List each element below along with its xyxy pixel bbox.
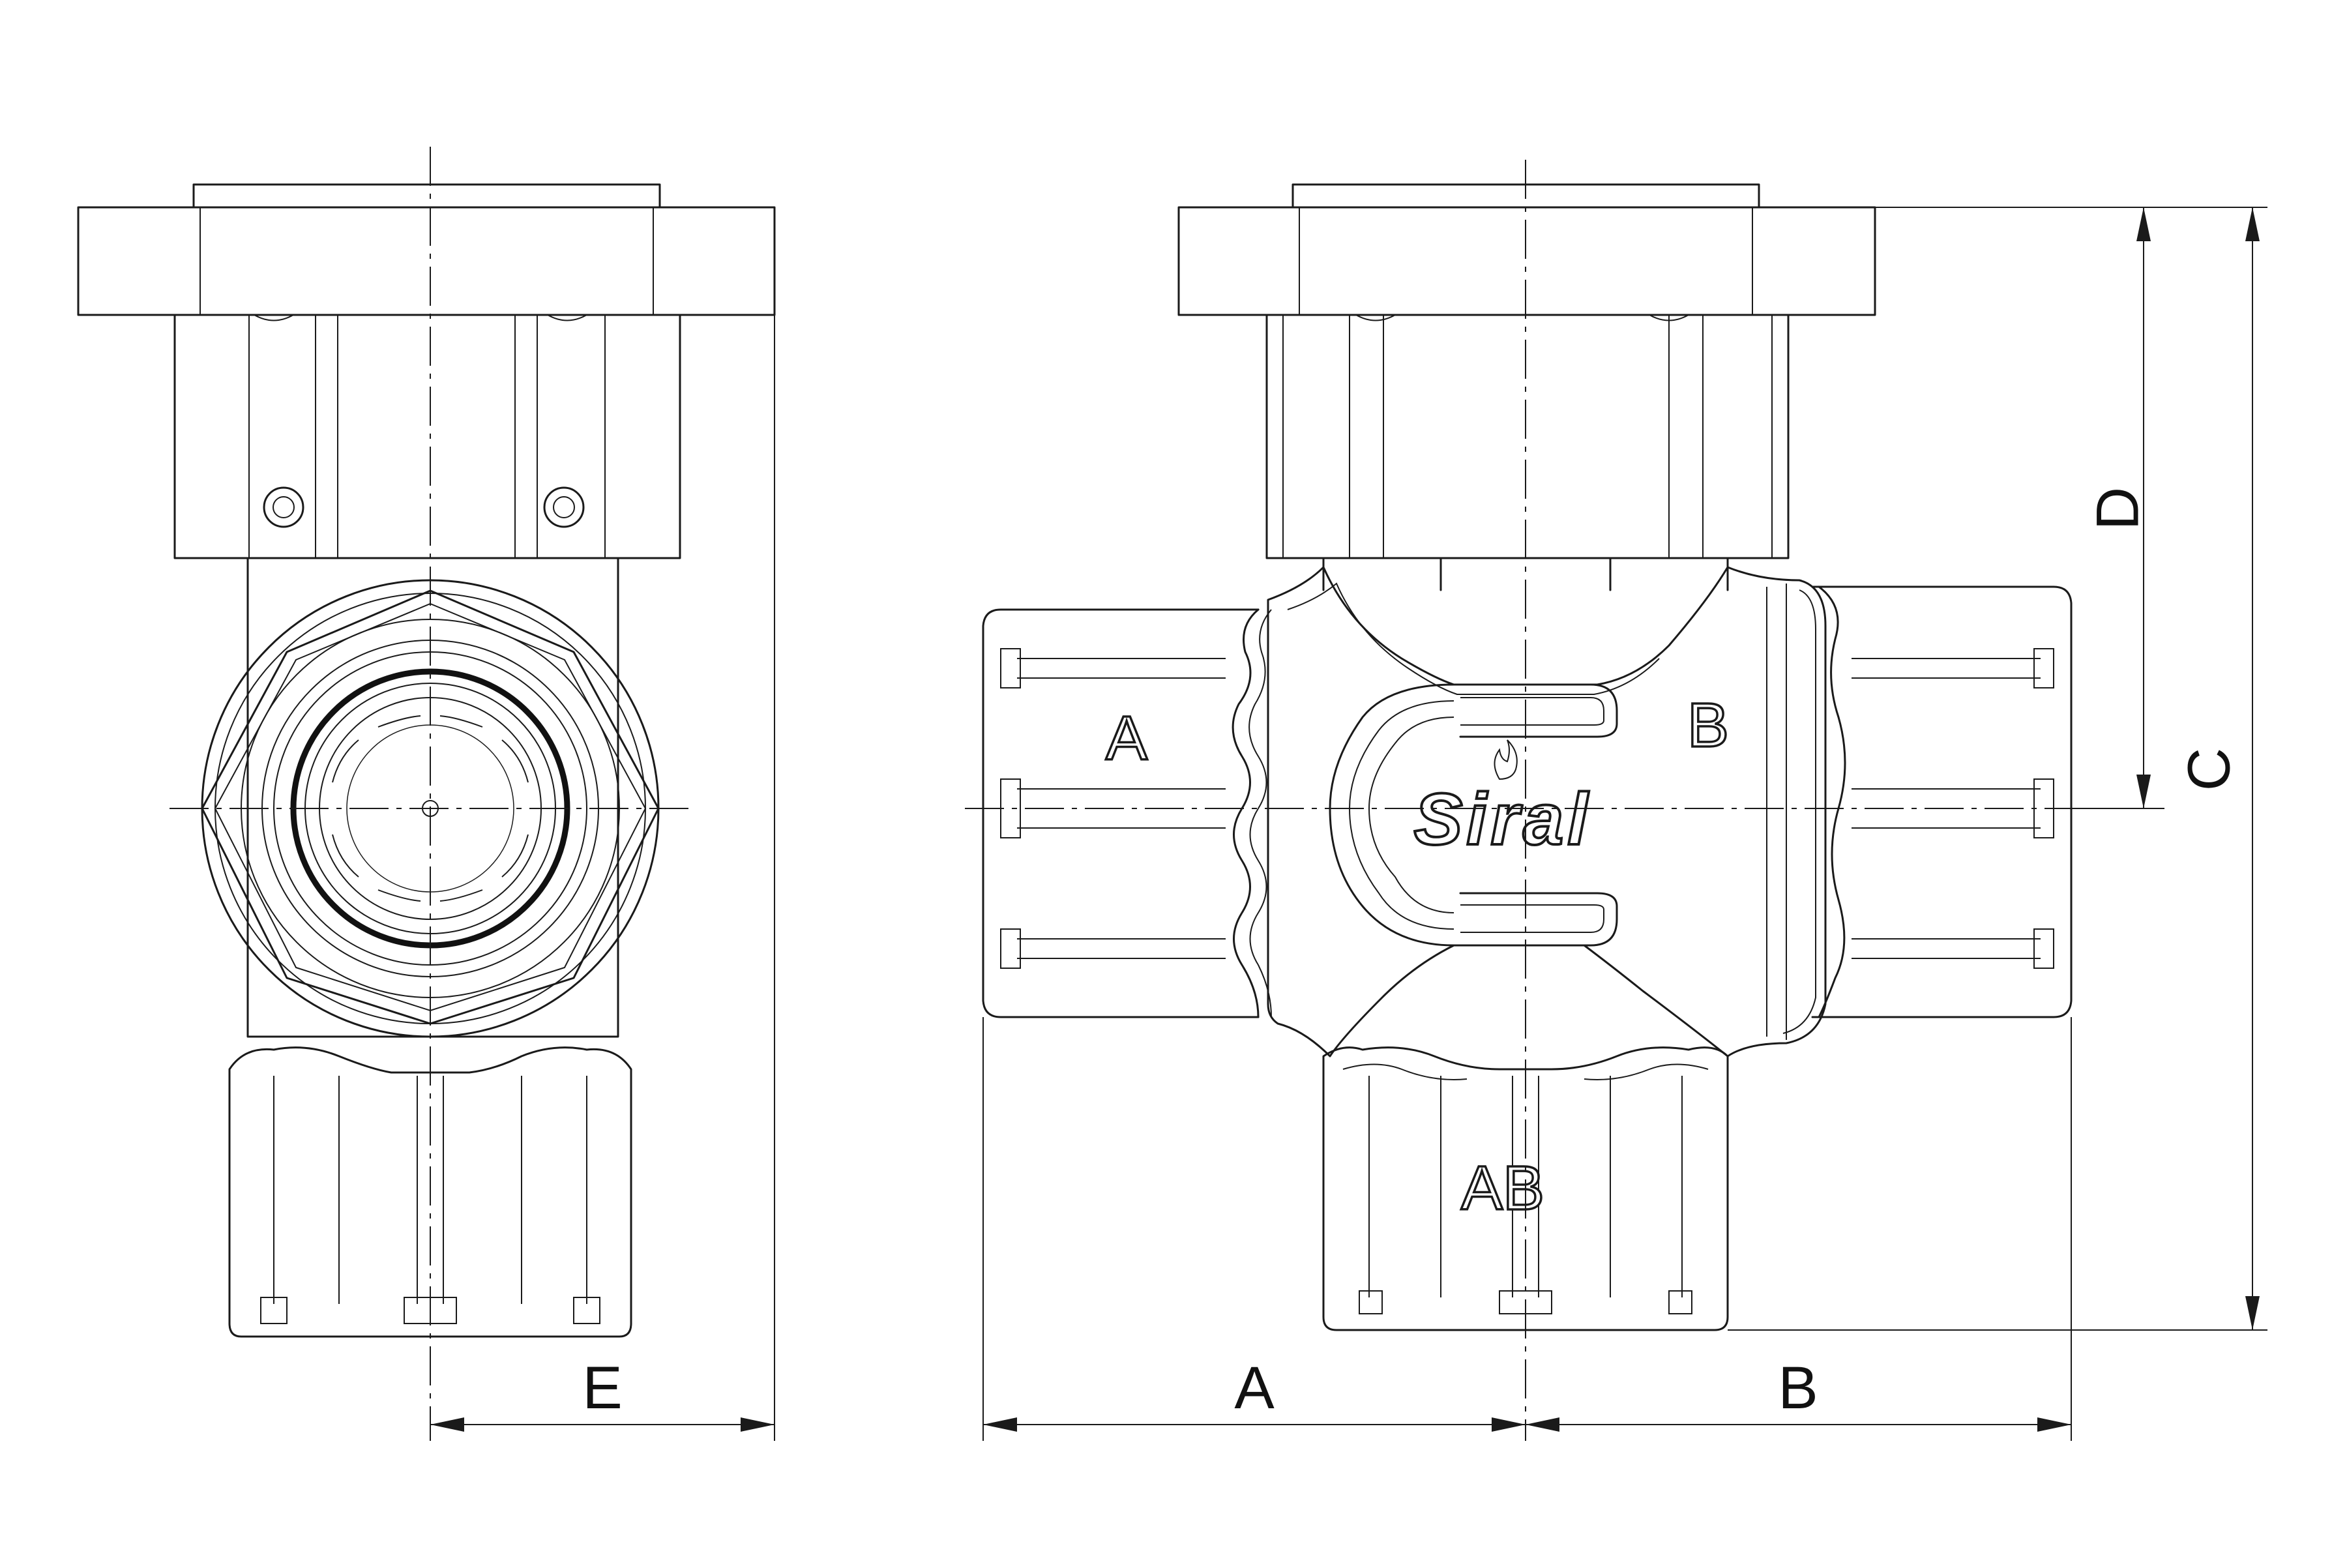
front-view: A B AB Siral A B D C bbox=[965, 160, 2267, 1441]
flame-icon bbox=[1494, 739, 1518, 780]
dimension-label-c: C bbox=[2176, 748, 2242, 791]
side-flange bbox=[77, 206, 776, 316]
side-view: E bbox=[77, 147, 776, 1441]
side-neck bbox=[173, 314, 681, 559]
side-flange-cap bbox=[192, 183, 661, 209]
side-bottom-port bbox=[228, 1046, 632, 1338]
port-ab-body bbox=[1322, 1046, 1729, 1331]
side-screw-right bbox=[543, 486, 585, 528]
side-screw-left bbox=[263, 486, 304, 528]
brand-logo: Siral bbox=[1414, 778, 1592, 860]
port-b-body bbox=[1811, 585, 2073, 1018]
side-strainer-slots bbox=[332, 715, 529, 902]
front-flange bbox=[1177, 206, 1876, 316]
dimension-label-d: D bbox=[2084, 487, 2151, 530]
front-neck bbox=[1265, 314, 1790, 559]
port-label-a: A bbox=[1106, 703, 1147, 773]
dimension-label-a: A bbox=[1234, 1355, 1275, 1421]
valve-body bbox=[1267, 566, 1827, 1058]
port-a-body bbox=[982, 608, 1260, 1018]
dimension-label-e: E bbox=[582, 1355, 622, 1421]
dimension-label-b: B bbox=[1778, 1355, 1818, 1421]
port-label-b: B bbox=[1687, 690, 1729, 760]
port-label-ab: AB bbox=[1461, 1153, 1544, 1223]
